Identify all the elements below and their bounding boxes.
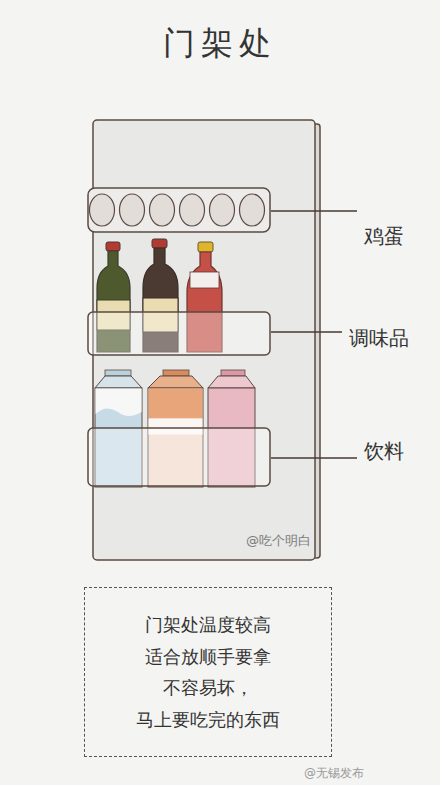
drawing-part <box>208 376 255 388</box>
drawing-part <box>84 587 332 757</box>
drawing-part <box>271 457 357 459</box>
watermark: @无锡发布 <box>304 766 364 780</box>
egg <box>180 194 205 226</box>
drawing-part <box>221 370 245 376</box>
callout-label: 调味品 <box>349 326 409 350</box>
drawing-part <box>198 242 213 252</box>
egg <box>90 194 115 226</box>
note-frame <box>84 587 332 757</box>
drawing-part <box>163 370 189 376</box>
egg <box>120 194 145 226</box>
drawing-part <box>271 210 357 212</box>
callout-label: 鸡蛋 <box>364 224 404 248</box>
drawing-part <box>88 188 270 232</box>
drawing-part <box>152 239 167 248</box>
egg <box>210 194 235 226</box>
drawing-part <box>95 376 142 388</box>
sauce-shelf <box>88 312 270 355</box>
watermark: @吃个明白 <box>246 533 311 549</box>
drawing-part <box>105 370 131 376</box>
note-text: 门架处温度较高 适合放顺手要拿 不容易坏， 马上要吃完的东西 <box>108 609 308 735</box>
drawing-part <box>88 312 270 355</box>
egg <box>240 194 265 226</box>
leader-lines <box>271 211 357 458</box>
drink-shelf <box>88 428 270 486</box>
callout-label: 饮料 <box>364 439 404 463</box>
egg-tray <box>88 188 270 232</box>
eggs <box>90 194 265 226</box>
drawing-part <box>88 428 270 486</box>
drawing-part <box>271 331 342 333</box>
drawing-part <box>190 272 219 288</box>
drawing-part <box>149 389 203 419</box>
drawing-part <box>148 376 203 388</box>
title: 门架处 <box>163 24 277 62</box>
drawing-part <box>106 242 120 251</box>
egg <box>150 194 175 226</box>
drawing-part <box>96 389 142 417</box>
note-box: 门架处温度较高 适合放顺手要拿 不容易坏， 马上要吃完的东西 <box>84 587 332 757</box>
